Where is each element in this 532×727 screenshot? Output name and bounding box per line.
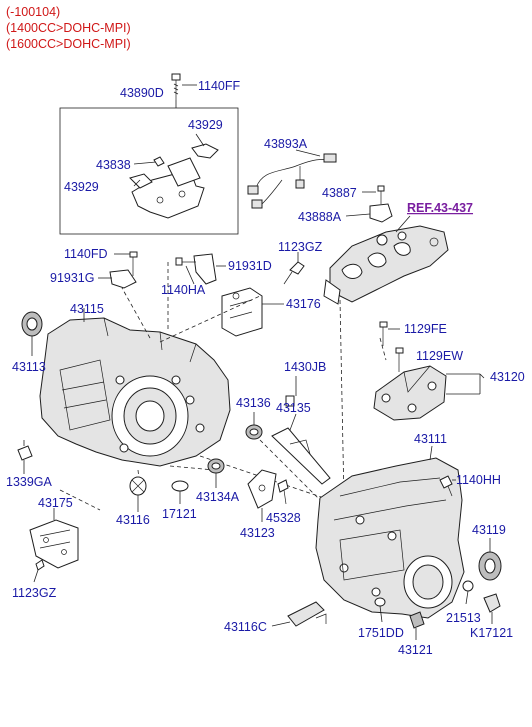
bracket-43120-drawing — [373, 347, 480, 421]
shift-control-housing-drawing — [323, 215, 449, 305]
plug-1751dd-drawing — [374, 597, 386, 623]
gear-43116-drawing — [129, 476, 147, 512]
wiring-harness-drawing — [247, 149, 337, 209]
oring-17121-drawing — [171, 480, 189, 504]
label-43175[interactable]: 43175 — [38, 496, 73, 510]
shift-rod-43135-drawing — [271, 376, 331, 485]
header-line-1: (-100104) — [6, 5, 60, 19]
header-line-3: (1600CC>DOHC-MPI) — [6, 37, 131, 51]
seal-43134a-drawing — [207, 458, 225, 488]
label-43121[interactable]: 43121 — [398, 643, 433, 657]
label-43135[interactable]: 43135 — [276, 401, 311, 415]
plug-43121-drawing — [409, 611, 425, 640]
label-1140fd[interactable]: 1140FD — [64, 247, 108, 261]
label-43893a[interactable]: 43893A — [264, 137, 308, 151]
bracket-43176-drawing — [221, 287, 284, 337]
transmission-case-drawing — [315, 445, 465, 619]
ref-43-437-link[interactable]: REF.43-437 — [407, 201, 473, 215]
plug-1339ga-drawing — [17, 440, 33, 474]
label-1430jb[interactable]: 1430JB — [284, 360, 326, 374]
assembly-guide-lines — [59, 262, 387, 511]
clutch-housing-drawing — [39, 308, 231, 467]
bracket-43175-drawing — [29, 508, 79, 583]
label-1140ff[interactable]: 1140FF — [198, 79, 241, 93]
label-1123gz-upper[interactable]: 1123GZ — [278, 240, 323, 254]
leader-43120 — [479, 373, 485, 379]
label-43111[interactable]: 43111 — [414, 432, 447, 446]
plug-k17121-drawing — [483, 593, 501, 624]
label-17121[interactable]: 17121 — [162, 507, 197, 521]
label-43838[interactable]: 43838 — [96, 158, 131, 172]
label-1140hh[interactable]: 1140HH — [456, 473, 501, 487]
label-91931g[interactable]: 91931G — [50, 271, 94, 285]
header-line-2: (1400CC>DOHC-MPI) — [6, 21, 131, 35]
part-labels: 1140FF 43890D 43929 43838 43929 43893A 4… — [6, 79, 525, 657]
label-91931d[interactable]: 91931D — [228, 259, 272, 273]
sensor-43116c-drawing — [271, 601, 327, 627]
label-1129ew[interactable]: 1129EW — [416, 349, 463, 363]
label-1123gz-lower[interactable]: 1123GZ — [12, 586, 57, 600]
label-43929-lower[interactable]: 43929 — [64, 180, 99, 194]
label-k17121[interactable]: K17121 — [470, 626, 513, 640]
label-21513[interactable]: 21513 — [446, 611, 481, 625]
label-1129fe[interactable]: 1129FE — [404, 322, 447, 336]
bracket-assembly-box — [59, 107, 239, 235]
label-43115[interactable]: 43115 — [70, 302, 104, 316]
washer-21513-drawing — [462, 580, 474, 605]
label-43116c[interactable]: 43116C — [224, 620, 267, 634]
label-43120[interactable]: 43120 — [490, 370, 525, 384]
label-45328[interactable]: 45328 — [266, 511, 301, 525]
label-43136[interactable]: 43136 — [236, 396, 271, 410]
bolt-1140ff-drawing — [171, 73, 197, 108]
label-43116[interactable]: 43116 — [116, 513, 150, 527]
label-43888a[interactable]: 43888A — [298, 210, 342, 224]
bolt-1140hh-drawing — [439, 475, 456, 497]
label-1751dd[interactable]: 1751DD — [358, 626, 404, 640]
oil-seal-43113-drawing — [21, 311, 43, 356]
bracket-91931d-drawing — [175, 253, 226, 285]
model-header: (-100104) (1400CC>DOHC-MPI) (1600CC>DOHC… — [6, 5, 131, 51]
bolt-1140fd-drawing — [98, 251, 138, 289]
label-43176[interactable]: 43176 — [286, 297, 321, 311]
bracket-43123-drawing — [247, 469, 289, 522]
seal-43136-drawing — [245, 412, 263, 440]
label-43890d[interactable]: 43890D — [120, 86, 164, 100]
label-43123[interactable]: 43123 — [240, 526, 275, 540]
bolt-1129fe-drawing — [379, 321, 400, 346]
bolt-1123gz-upper-drawing — [283, 252, 305, 285]
seal-43119-drawing — [478, 538, 502, 581]
bracket-plate-drawing — [129, 133, 219, 219]
label-1339ga[interactable]: 1339GA — [6, 475, 53, 489]
label-43887[interactable]: 43887 — [322, 186, 357, 200]
label-1140ha[interactable]: 1140HA — [161, 283, 206, 297]
sensor-mount-drawing — [345, 185, 393, 223]
label-43113[interactable]: 43113 — [12, 360, 46, 374]
label-43134a[interactable]: 43134A — [196, 490, 240, 504]
label-43929-upper[interactable]: 43929 — [188, 118, 223, 132]
label-43119[interactable]: 43119 — [472, 523, 506, 537]
